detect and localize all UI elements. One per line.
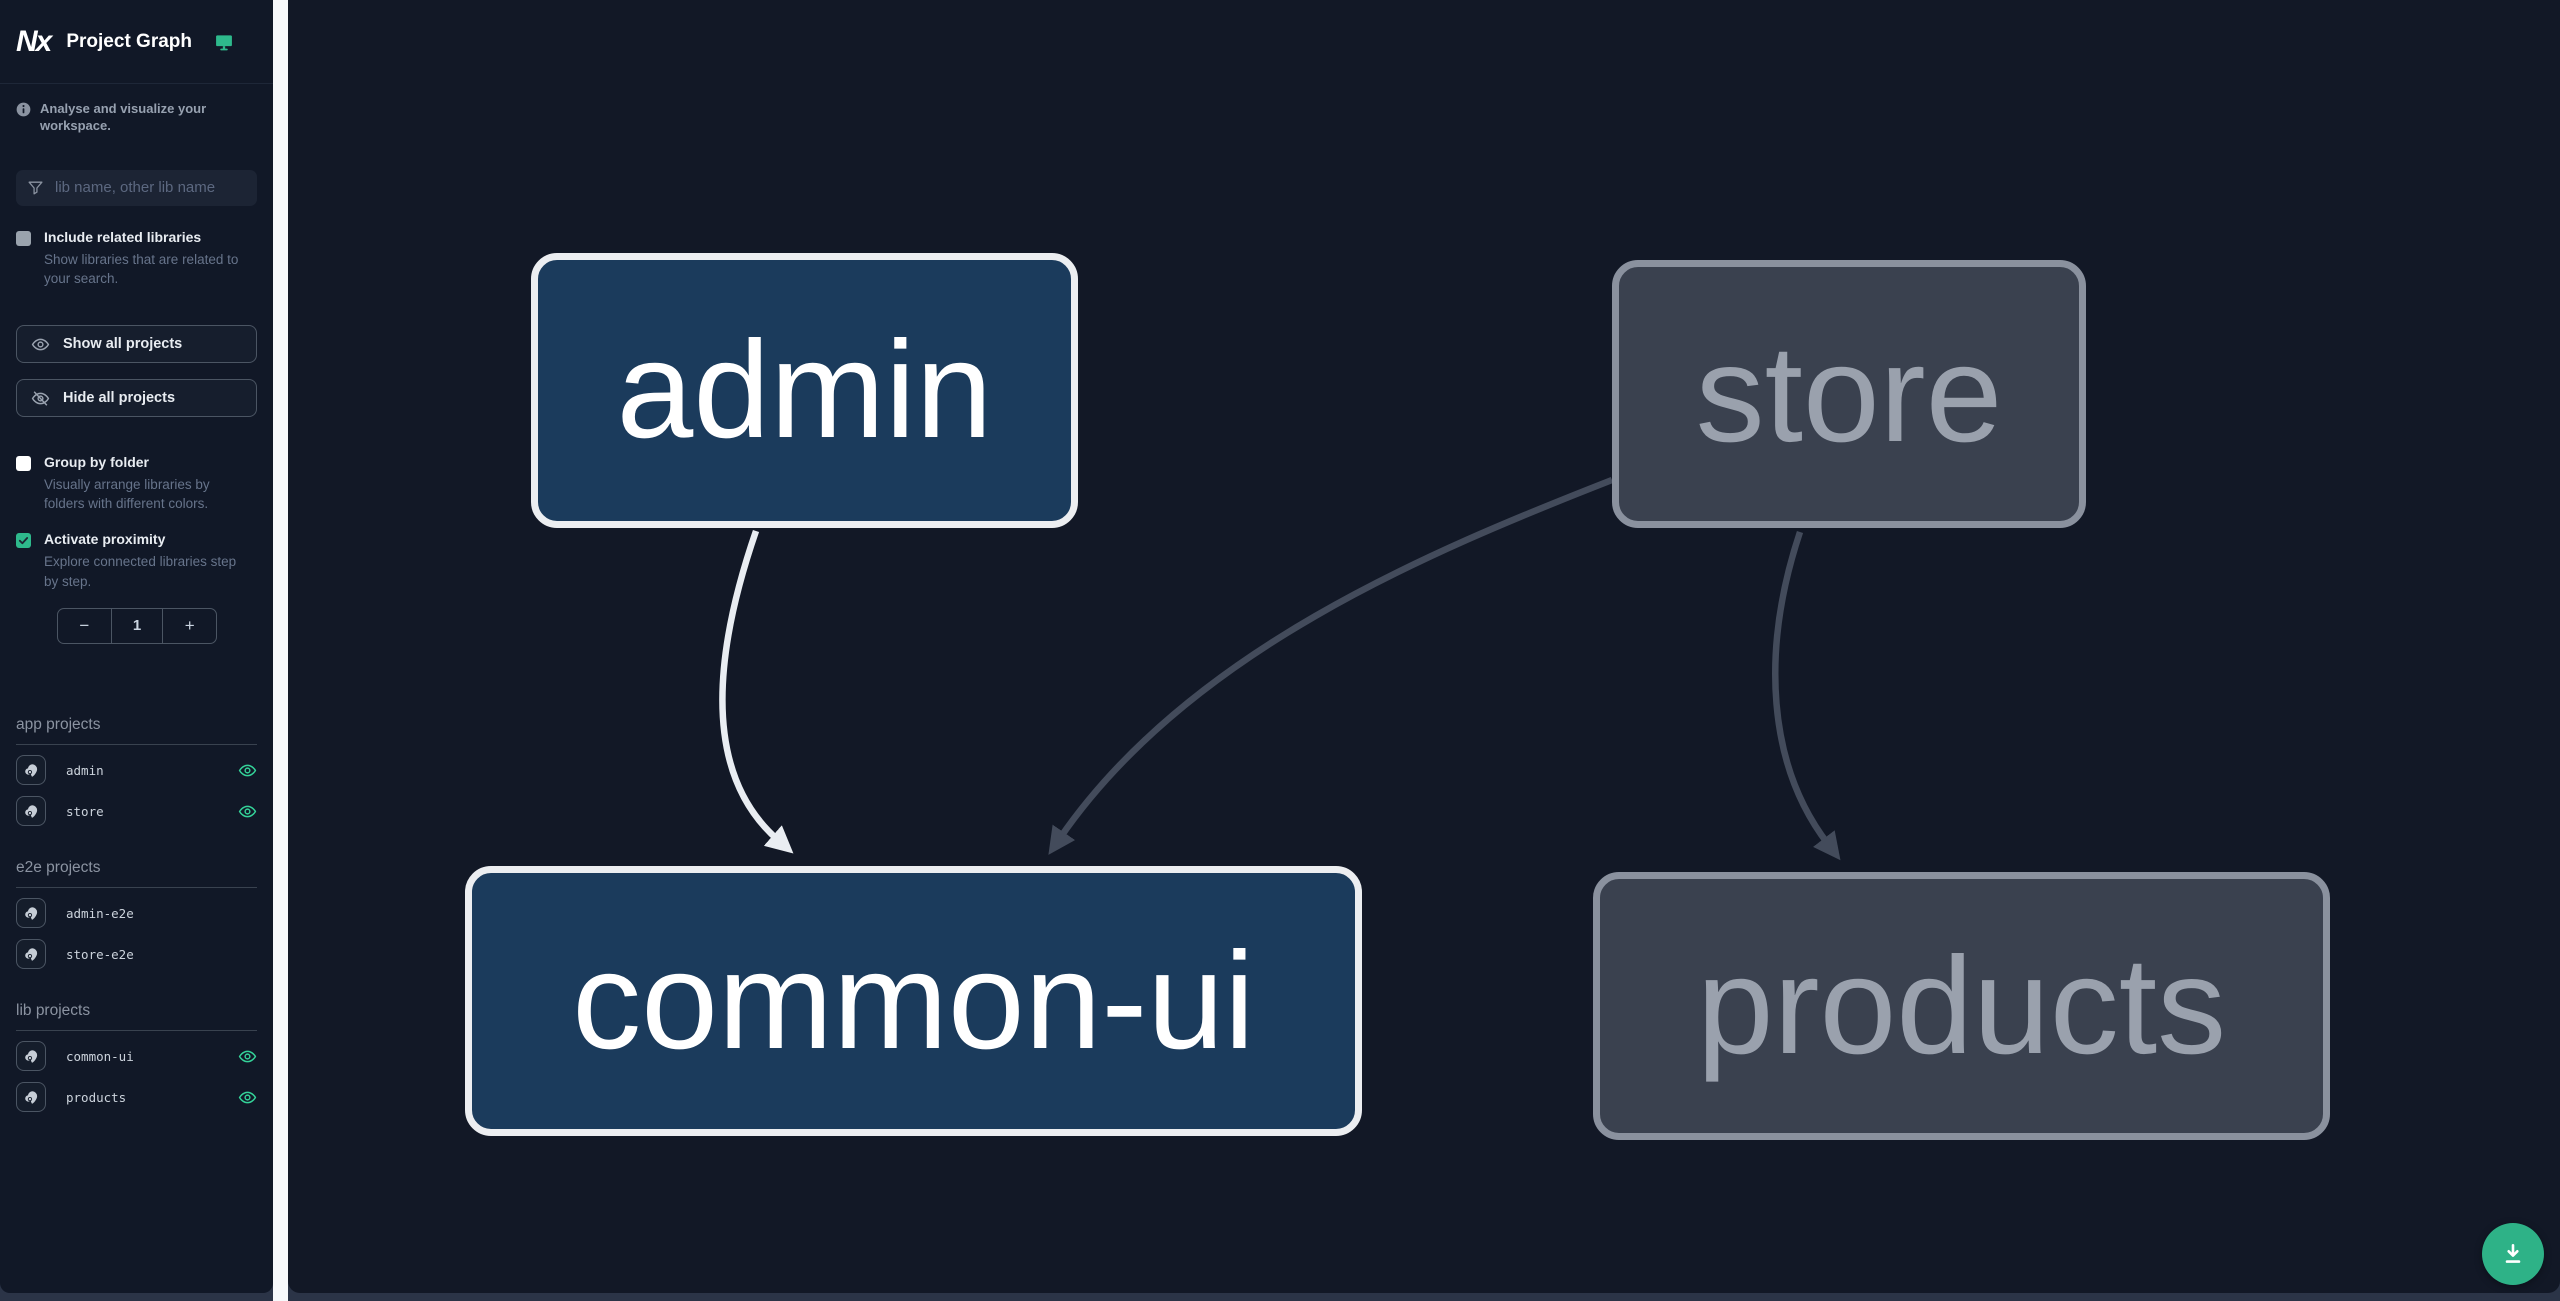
- checkmark-icon: [18, 537, 29, 545]
- activate-proximity-checkbox[interactable]: [16, 533, 31, 549]
- edge-store-to-common-ui: [1048, 476, 1614, 855]
- include-related-description: Show libraries that are related to your …: [44, 251, 239, 286]
- project-focus-icon: [24, 804, 37, 818]
- search-input[interactable]: [55, 179, 246, 197]
- hide-all-projects-button[interactable]: Hide all projects: [16, 379, 257, 418]
- project-visibility-toggle[interactable]: [238, 802, 257, 821]
- project-section: e2e projects admin-e2e store-e2e: [16, 859, 257, 970]
- download-icon: [2505, 1244, 2521, 1263]
- project-visibility-toggle[interactable]: [238, 1047, 257, 1066]
- sidebar-header: Nx Project Graph: [0, 0, 273, 84]
- show-all-projects-button[interactable]: Show all projects: [16, 325, 257, 364]
- project-section: lib projects common-ui products: [16, 1002, 257, 1113]
- info-icon: [16, 102, 31, 117]
- hide-all-projects-label: Hide all projects: [63, 390, 176, 407]
- eye-off-icon: [31, 390, 50, 406]
- project-row[interactable]: store-e2e: [16, 939, 257, 970]
- project-focus-button[interactable]: [16, 898, 46, 929]
- group-by-folder-label: Group by folder: [44, 454, 149, 471]
- project-focus-button[interactable]: [16, 939, 46, 970]
- node-label: admin: [616, 313, 993, 467]
- project-focus-icon: [24, 1049, 37, 1063]
- edge-admin-to-common-ui: [719, 529, 794, 854]
- project-focus-button[interactable]: [16, 1082, 46, 1113]
- activate-proximity-description: Explore connected libraries step by step…: [44, 554, 237, 589]
- project-row[interactable]: common-ui: [16, 1041, 257, 1072]
- show-all-projects-label: Show all projects: [63, 336, 183, 353]
- tagline-text: Analyse and visualize your workspace.: [40, 101, 207, 133]
- section-title: e2e projects: [16, 859, 257, 888]
- project-focus-icon: [24, 1090, 37, 1104]
- download-image-button[interactable]: [2482, 1223, 2544, 1285]
- project-row[interactable]: admin-e2e: [16, 898, 257, 929]
- eye-icon: [238, 1091, 257, 1104]
- include-related-label: Include related libraries: [44, 228, 202, 245]
- graph-canvas[interactable]: admin store common-ui products: [288, 0, 2560, 1293]
- include-related-block: Include related libraries Show libraries…: [0, 206, 273, 288]
- eye-icon: [238, 805, 257, 818]
- decrement-button[interactable]: −: [58, 609, 111, 643]
- graph-node-common-ui[interactable]: common-ui: [465, 866, 1362, 1136]
- project-name: admin-e2e: [66, 905, 134, 921]
- project-focus-icon: [24, 947, 37, 961]
- project-visibility-toggle[interactable]: [238, 1088, 257, 1107]
- node-label: products: [1696, 928, 2227, 1083]
- project-focus-button[interactable]: [16, 796, 46, 827]
- project-focus-button[interactable]: [16, 755, 46, 786]
- search-box: [16, 169, 257, 206]
- eye-icon: [238, 1050, 257, 1063]
- project-row[interactable]: admin: [16, 755, 257, 786]
- edge-store-to-products: [1772, 530, 1841, 861]
- project-section: app projects admin store: [16, 716, 257, 827]
- project-row[interactable]: store: [16, 796, 257, 827]
- node-label: common-ui: [572, 923, 1255, 1078]
- project-sections: app projects admin store e2e projects admin-…: [0, 716, 273, 1113]
- graph-node-store[interactable]: store: [1612, 260, 2086, 528]
- eye-icon: [238, 764, 257, 777]
- project-focus-icon: [24, 763, 37, 777]
- activate-proximity-label: Activate proximity: [44, 531, 166, 548]
- project-focus-button[interactable]: [16, 1041, 46, 1072]
- proximity-depth-stepper: − 1 +: [57, 607, 217, 644]
- include-related-checkbox[interactable]: [16, 230, 31, 246]
- node-label: store: [1695, 316, 2003, 471]
- project-visibility-toggle[interactable]: [238, 761, 257, 780]
- group-by-folder-block: Group by folder Visually arrange librari…: [0, 417, 273, 513]
- proximity-depth-value: 1: [110, 608, 164, 643]
- eye-icon: [31, 338, 50, 350]
- activate-proximity-block: Activate proximity Explore connected lib…: [0, 513, 273, 590]
- project-row[interactable]: products: [16, 1082, 257, 1113]
- filter-funnel-icon: [28, 181, 43, 195]
- group-by-folder-description: Visually arrange libraries by folders wi…: [44, 477, 210, 512]
- project-name: store: [66, 803, 104, 819]
- project-focus-icon: [24, 906, 37, 920]
- project-name: products: [66, 1089, 127, 1105]
- group-by-folder-checkbox[interactable]: [16, 456, 31, 472]
- section-title: lib projects: [16, 1002, 257, 1031]
- sidebar: Nx Project Graph Analyse and visualize y…: [0, 0, 273, 1293]
- project-name: store-e2e: [66, 946, 134, 962]
- project-name: admin: [66, 762, 104, 778]
- section-title: app projects: [16, 716, 257, 745]
- increment-button[interactable]: +: [163, 609, 216, 643]
- page-title: Project Graph: [66, 30, 193, 52]
- tagline-row: Analyse and visualize your workspace.: [0, 84, 273, 135]
- project-name: common-ui: [66, 1048, 134, 1064]
- nx-logo: Nx: [16, 24, 52, 58]
- edges-layer: [719, 476, 1841, 861]
- sidebar-resize-divider[interactable]: [273, 0, 288, 1301]
- monitor-icon: [214, 32, 234, 52]
- graph-node-admin[interactable]: admin: [531, 253, 1078, 528]
- graph-node-products[interactable]: products: [1593, 872, 2330, 1140]
